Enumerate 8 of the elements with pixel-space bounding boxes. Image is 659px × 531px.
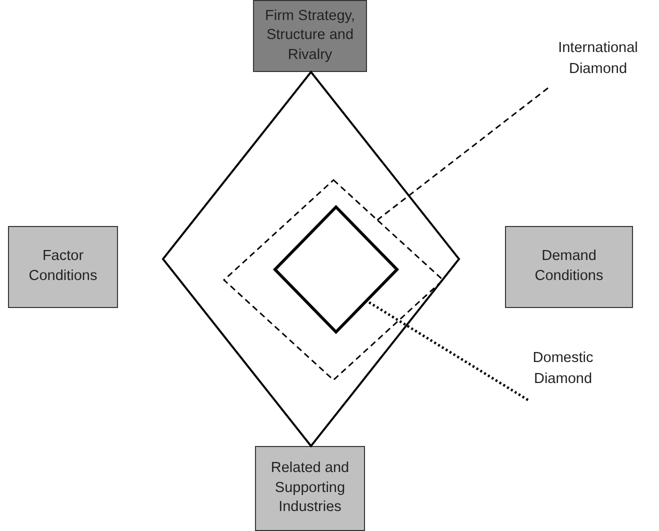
category-box: Demand Conditions <box>505 226 633 308</box>
diamond-caption: International Diamond <box>557 39 639 80</box>
diamond-caption: Domestic Diamond <box>532 349 594 390</box>
leader-line <box>376 87 548 221</box>
category-box: Factor Conditions <box>8 226 118 308</box>
leader-line <box>366 300 529 402</box>
category-box: Firm Strategy, Structure and Rivalry <box>253 0 367 72</box>
category-box: Related and Supporting Industries <box>255 446 365 531</box>
